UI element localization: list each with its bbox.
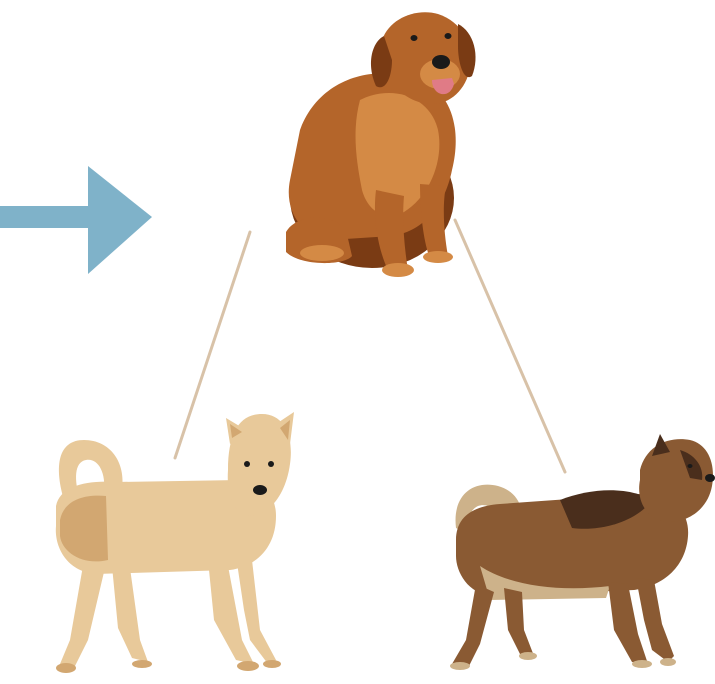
jindo-dog-image [55,412,294,673]
arrow-shaft [0,206,98,228]
pointer-arrow-icon [0,166,152,274]
connector-line-right [453,218,567,474]
golden-retriever-image [286,12,476,277]
arrow-head [88,166,152,274]
connector-line-left [173,230,252,460]
spitz-dog-image [450,434,715,670]
